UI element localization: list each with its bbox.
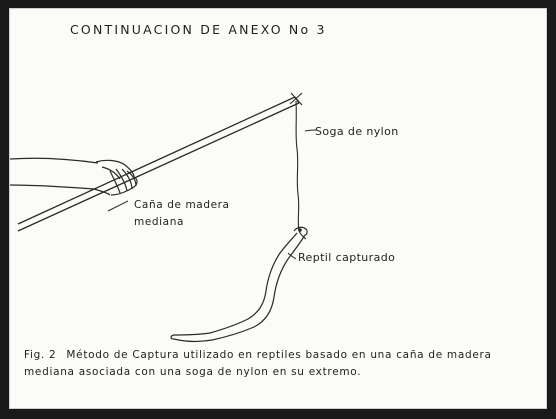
- pole-label: Caña de madera mediana: [134, 199, 230, 228]
- document-page: CONTINUACION DE ANEXO No 3 Soga de nylon…: [9, 8, 547, 409]
- page-header: CONTINUACION DE ANEXO No 3: [70, 22, 327, 37]
- capture-method-drawing: [10, 92, 317, 342]
- arm: [10, 157, 99, 190]
- nylon-rope: [289, 92, 307, 240]
- label-leaders: [107, 129, 317, 260]
- rope-label: Soga de nylon: [315, 125, 399, 138]
- figure-number: Fig. 2: [24, 349, 57, 361]
- caption-text: Método de Captura utilizado en reptiles …: [24, 349, 492, 378]
- hand: [93, 159, 138, 196]
- captured-reptile: [170, 226, 308, 342]
- reptile-label: Reptil capturado: [298, 251, 396, 264]
